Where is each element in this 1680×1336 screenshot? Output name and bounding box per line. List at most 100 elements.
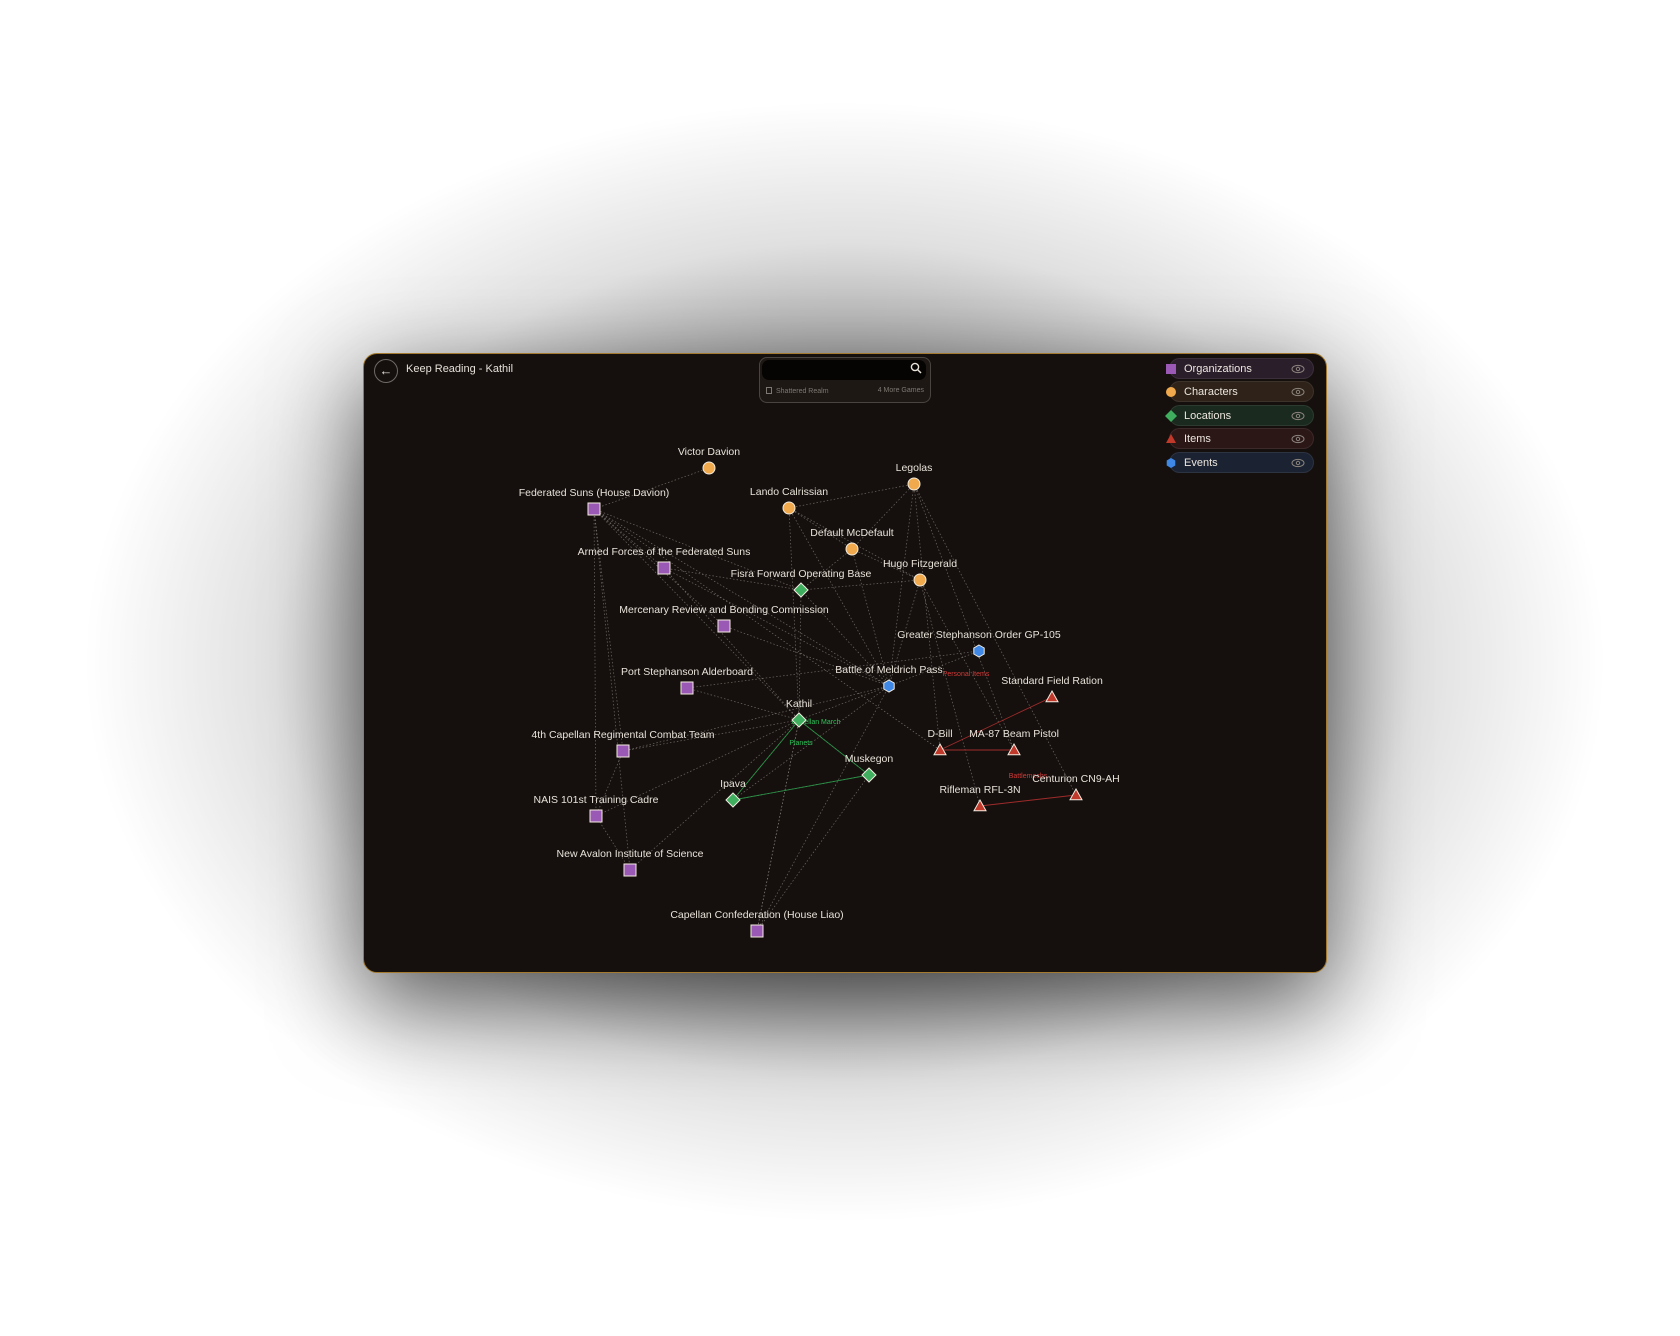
eye-icon[interactable] — [1291, 433, 1305, 445]
characters-node-shape[interactable] — [782, 501, 796, 515]
node-nais101[interactable]: NAIS 101st Training Cadre — [534, 794, 659, 823]
node-label: Standard Field Ration — [1001, 675, 1103, 687]
items-node-shape[interactable] — [973, 798, 987, 812]
graph-edge — [851, 483, 915, 550]
organizations-node-shape[interactable] — [657, 561, 671, 575]
graph-edge — [913, 483, 941, 751]
edge-label: Planets — [789, 740, 813, 747]
legend-item-organizations[interactable]: Organizations — [1166, 358, 1314, 379]
organizations-node-shape[interactable] — [623, 863, 637, 877]
graph-edge — [629, 719, 800, 871]
graph-edge — [593, 508, 631, 871]
group-edge — [979, 794, 1077, 807]
book-icon — [766, 387, 772, 394]
graph-edge — [919, 579, 981, 807]
node-mrbc[interactable]: Mercenary Review and Bonding Commission — [619, 604, 829, 633]
game-selector[interactable]: Shattered Realm 4 More Games — [766, 387, 924, 397]
node-victor[interactable]: Victor Davion — [678, 446, 740, 475]
node-muskegon[interactable]: Muskegon — [845, 753, 894, 783]
organizations-node-shape[interactable] — [616, 744, 630, 758]
legend-item-items[interactable]: Items — [1166, 428, 1314, 450]
legend-label: Locations — [1184, 409, 1232, 422]
more-games-link[interactable]: 4 More Games — [877, 387, 924, 394]
graph-edge — [888, 483, 915, 687]
node-label: Battle of Meldrich Pass — [835, 664, 942, 676]
legend-label: Characters — [1184, 386, 1238, 399]
node-ipava[interactable]: Ipava — [720, 778, 746, 808]
locations-node-shape[interactable] — [725, 792, 741, 808]
graph-edge — [593, 508, 800, 721]
node-hugo[interactable]: Hugo Fitzgerald — [883, 558, 957, 587]
node-nais[interactable]: New Avalon Institute of Science — [557, 848, 704, 877]
node-mcdefault[interactable]: Default McDefault — [810, 527, 894, 556]
node-label: Rifleman RFL-3N — [939, 784, 1020, 796]
legend-item-events[interactable]: Events — [1166, 451, 1314, 473]
characters-node-shape[interactable] — [702, 461, 716, 475]
node-sfr[interactable]: Standard Field Ration — [1001, 675, 1103, 703]
characters-node-shape[interactable] — [907, 477, 921, 491]
node-rifleman[interactable]: Rifleman RFL-3N — [939, 784, 1021, 812]
events-node-shape[interactable] — [973, 644, 985, 658]
node-dbill[interactable]: D-Bill — [927, 728, 953, 756]
search-panel: Shattered Realm 4 More Games — [759, 357, 931, 403]
organizations-shape-icon — [1166, 364, 1176, 374]
legend-label: Items — [1184, 433, 1211, 446]
locations-node-shape[interactable] — [793, 582, 809, 598]
graph-edge — [593, 508, 941, 751]
locations-node-shape[interactable] — [791, 712, 807, 728]
search-icon[interactable] — [910, 362, 922, 374]
events-shape-icon — [1166, 457, 1176, 468]
organizations-node-shape[interactable] — [587, 502, 601, 516]
group-edge — [939, 696, 1053, 751]
items-node-shape[interactable] — [933, 742, 947, 756]
graph-edge — [593, 508, 597, 817]
eye-icon[interactable] — [1291, 363, 1305, 375]
graph-edge — [756, 774, 870, 932]
node-afs[interactable]: Armed Forces of the Federated Suns — [578, 546, 751, 575]
node-fourth[interactable]: 4th Capellan Regimental Combat Team — [531, 729, 715, 758]
node-centurion[interactable]: Centurion CN9-AH — [1032, 773, 1120, 801]
graph-edge — [788, 483, 915, 509]
graph-edge — [798, 589, 802, 721]
node-bmp[interactable]: Battle of Meldrich Pass — [835, 664, 943, 693]
node-lando[interactable]: Lando Calrissian — [750, 486, 828, 515]
edge-label: Personal Items — [943, 671, 990, 678]
eye-icon[interactable] — [1291, 457, 1305, 469]
items-node-shape[interactable] — [1069, 787, 1083, 801]
node-label: Kathil — [786, 698, 812, 710]
group-edge — [798, 719, 870, 776]
organizations-node-shape[interactable] — [750, 924, 764, 938]
back-button[interactable]: ← — [374, 359, 398, 383]
characters-node-shape[interactable] — [913, 573, 927, 587]
node-gso[interactable]: Greater Stephanson Order GP-105 — [897, 629, 1061, 658]
node-label: Mercenary Review and Bonding Commission — [619, 604, 829, 616]
graph-edge — [800, 548, 853, 591]
node-kathil[interactable]: Kathil — [786, 698, 812, 728]
locations-node-shape[interactable] — [861, 767, 877, 783]
search-input[interactable] — [762, 360, 926, 380]
node-fedsuns[interactable]: Federated Suns (House Davion) — [519, 487, 670, 516]
node-liao[interactable]: Capellan Confederation (House Liao) — [670, 909, 844, 938]
items-node-shape[interactable] — [1045, 689, 1059, 703]
graph-edge — [595, 750, 624, 817]
organizations-node-shape[interactable] — [589, 809, 603, 823]
events-node-shape[interactable] — [883, 679, 895, 693]
legend-label: Organizations — [1184, 363, 1252, 375]
items-node-shape[interactable] — [1007, 742, 1021, 756]
eye-icon[interactable] — [1291, 410, 1305, 422]
legend-item-locations[interactable]: Locations — [1165, 404, 1314, 426]
legend-item-characters[interactable]: Characters — [1166, 381, 1314, 403]
organizations-node-shape[interactable] — [680, 681, 694, 695]
node-legolas[interactable]: Legolas — [896, 462, 933, 491]
node-fisra[interactable]: Fisra Forward Operating Base — [731, 568, 872, 598]
locations-shape-icon — [1165, 409, 1177, 422]
organizations-node-shape[interactable] — [717, 619, 731, 633]
graph-edge — [756, 685, 890, 932]
characters-node-shape[interactable] — [845, 542, 859, 556]
node-psa[interactable]: Port Stephanson Alderboard — [621, 666, 753, 695]
eye-icon[interactable] — [1291, 386, 1305, 398]
page-title: Keep Reading - Kathil — [406, 363, 514, 375]
node-ma87[interactable]: MA-87 Beam Pistol — [969, 728, 1059, 756]
